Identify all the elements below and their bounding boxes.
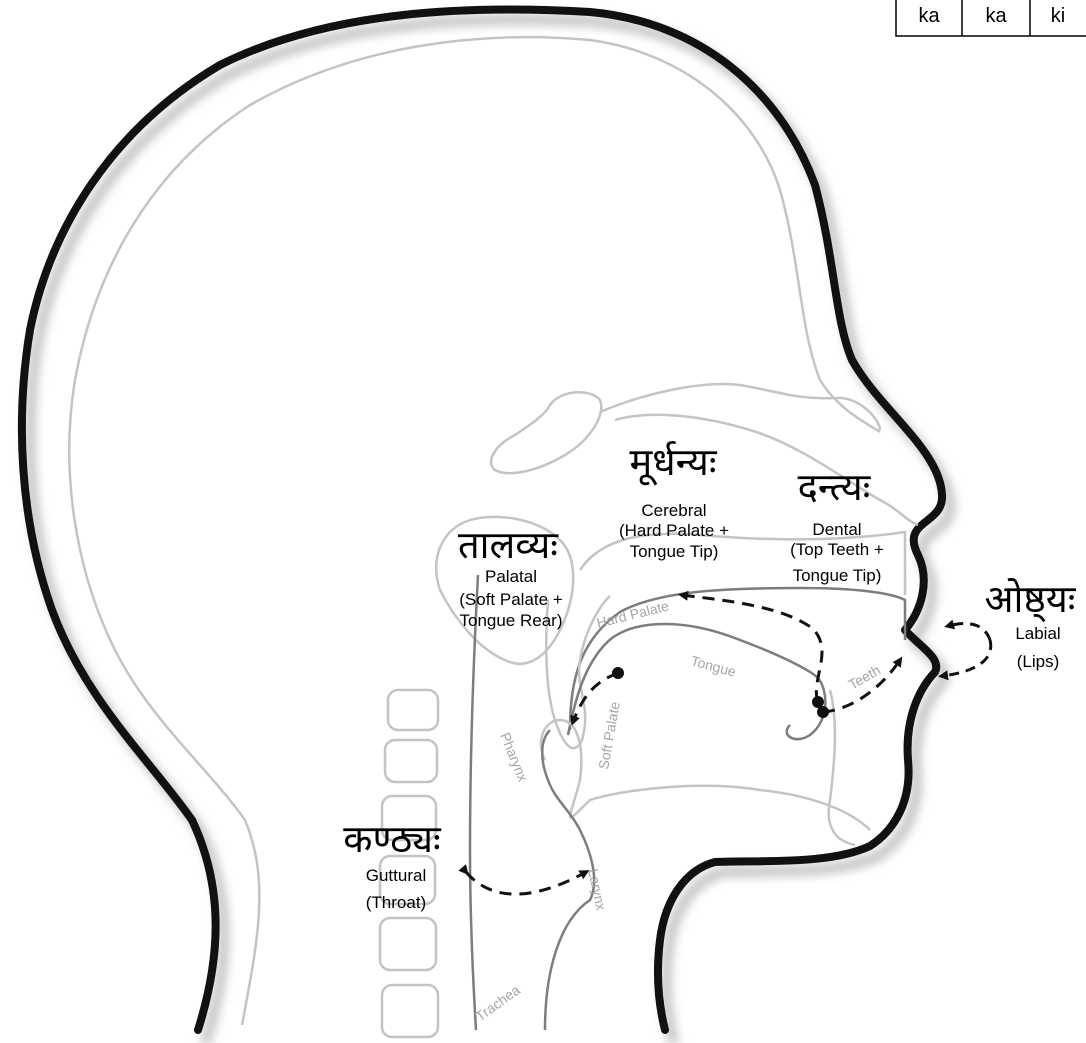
labial-group: ओष्ठ्यः Labial (Lips) [985,577,1077,671]
guttural-group: कण्ठ्यः Guttural (Throat) [343,817,442,912]
guttural-note: (Throat) [366,893,426,912]
label-trachea: Trachea [472,981,523,1024]
dental-note-2: Tongue Tip) [793,566,882,585]
dental-sanskrit: दन्त्यः [798,465,872,509]
palatal-group: तालव्यः Palatal (Soft Palate + Tongue Re… [458,523,563,630]
cerebral-group: मूर्धन्यः Cerebral (Hard Palate + Tongue… [619,440,729,561]
labial-sanskrit: ओष्ठ्यः [985,577,1077,622]
dental-group: दन्त्यः Dental (Top Teeth + Tongue Tip) [790,465,884,585]
labial-note: (Lips) [1017,652,1060,671]
cerebral-english: Cerebral [641,501,706,520]
ear-outer [491,392,601,473]
labial-arrow-top [948,624,990,640]
labial-arrow-bottom [942,640,991,676]
cranium-line [600,384,880,430]
label-pharynx: Pharynx [497,730,531,784]
pharynx-wall [470,575,478,1030]
table-cell-1: ka [918,5,940,27]
palatal-sanskrit: तालव्यः [458,523,559,567]
label-soft-palate: Soft Palate [595,700,623,770]
guttural-arrow [466,872,586,894]
palatal-dot [612,667,624,679]
label-tongue: Tongue [689,652,738,679]
jaw-line [541,720,870,830]
cerebral-note-1: (Hard Palate + [619,521,729,540]
palatal-note-1: (Soft Palate + [459,590,563,609]
header-table: ka ka ki [896,0,1086,36]
vertebrae [380,690,438,1037]
labial-english: Labial [1015,624,1060,643]
cerebral-arrow [682,595,822,702]
cerebral-note-2: Tongue Tip) [630,542,719,561]
palatal-english: Palatal [485,567,537,586]
guttural-english: Guttural [366,866,426,885]
dental-english: Dental [812,520,861,539]
label-hard-palate: Hard Palate [595,597,671,630]
head-outline [22,10,942,1030]
table-cell-3: ki [1051,5,1065,27]
lower-teeth [829,690,855,845]
dental-dot [817,706,829,718]
dental-note-1: (Top Teeth + [790,540,884,559]
table-cell-2: ka [985,5,1007,27]
label-larynx: Larynx [585,867,609,911]
guttural-sanskrit: कण्ठ्यः [343,817,442,861]
palatal-note-2: Tongue Rear) [459,611,562,630]
cerebral-sanskrit: मूर्धन्यः [629,440,717,486]
